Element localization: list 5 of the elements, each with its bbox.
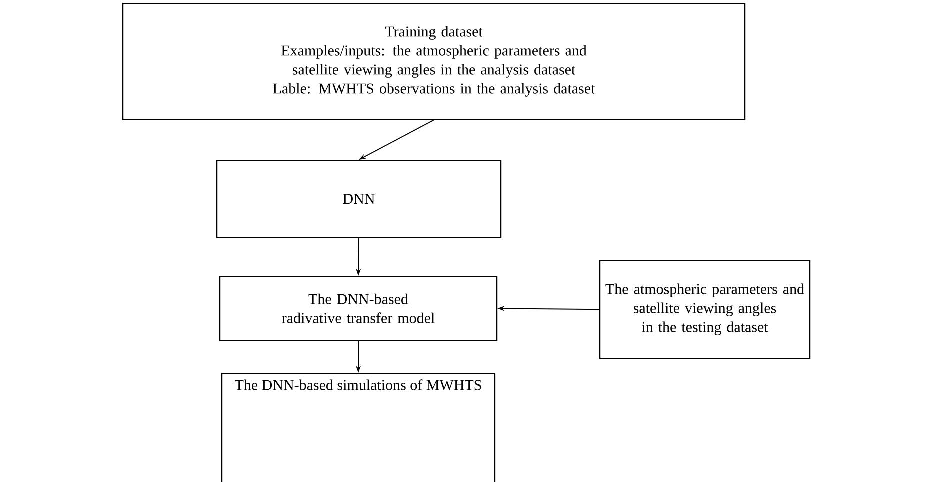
process-box: The DNN-based simulations of MWHTS [221,373,496,482]
process-box: DNN [216,160,502,238]
process-box: The DNN-based radivative transfer model [219,276,498,342]
process-box: Training dataset Examples/inputs: the atmospheric parameters and satellite viewing angles in the analysis dataset Lable: MWHTS observations in the analysis dataset [122,3,746,120]
process-box: The atmospheric parameters and satellite viewing angles in the testing dataset [599,260,811,360]
